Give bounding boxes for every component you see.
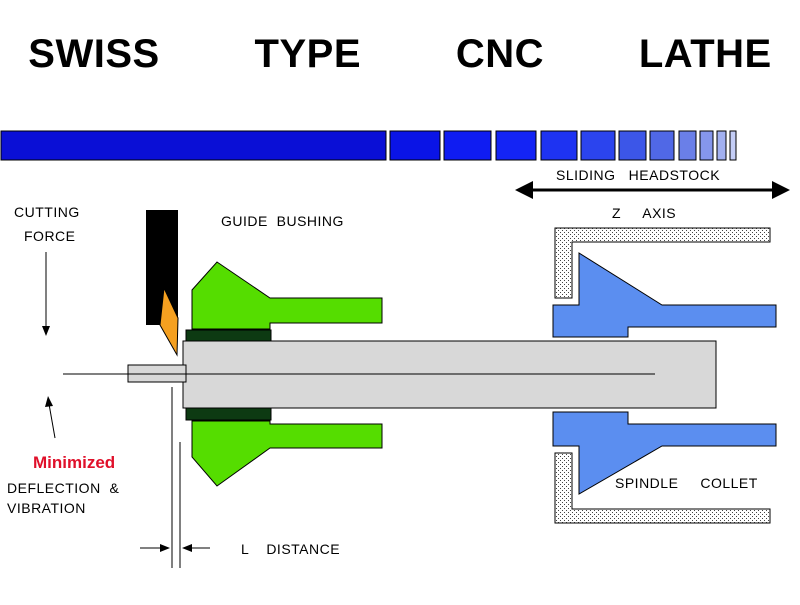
bar-segment [729,130,737,161]
l-distance-label: L DISTANCE [241,541,341,557]
force-label: FORCE [24,228,76,244]
z-axis-label: Z AXIS [612,205,677,221]
spindle-collet-label: SPINDLE COLLET [615,475,758,491]
spindle-collet [552,252,777,495]
cutting-label: CUTTING [14,204,80,220]
vibration-label: VIBRATION [7,500,86,516]
minimized-label: Minimized [33,453,116,472]
cutting-insert [159,286,179,357]
bar-segment [699,130,714,161]
bar-segment [495,130,537,161]
guide-bushing-label: GUIDE BUSHING [221,213,344,229]
bar-segment [389,130,441,161]
double-arrow-icon [515,181,790,199]
bar-segment [618,130,647,161]
bar-segment [716,130,727,161]
down-arrow-icon [42,252,50,336]
left-arrow-icon [182,544,210,552]
right-arrow-icon [140,544,170,552]
bar-segment [0,130,387,161]
bar-segment [443,130,492,161]
deflection-label: DEFLECTION & [7,480,120,496]
up-arrow-icon [45,396,56,439]
sliding-headstock-label: SLIDING HEADSTOCK [556,167,721,183]
bar-segment [580,130,616,161]
bar-segment [649,130,675,161]
bar-segment [678,130,697,161]
bar-segment [540,130,578,161]
page-title: SWISS TYPE CNC LATHE [28,32,772,76]
gradient-bar [0,130,737,161]
headstock-housing [554,227,771,524]
